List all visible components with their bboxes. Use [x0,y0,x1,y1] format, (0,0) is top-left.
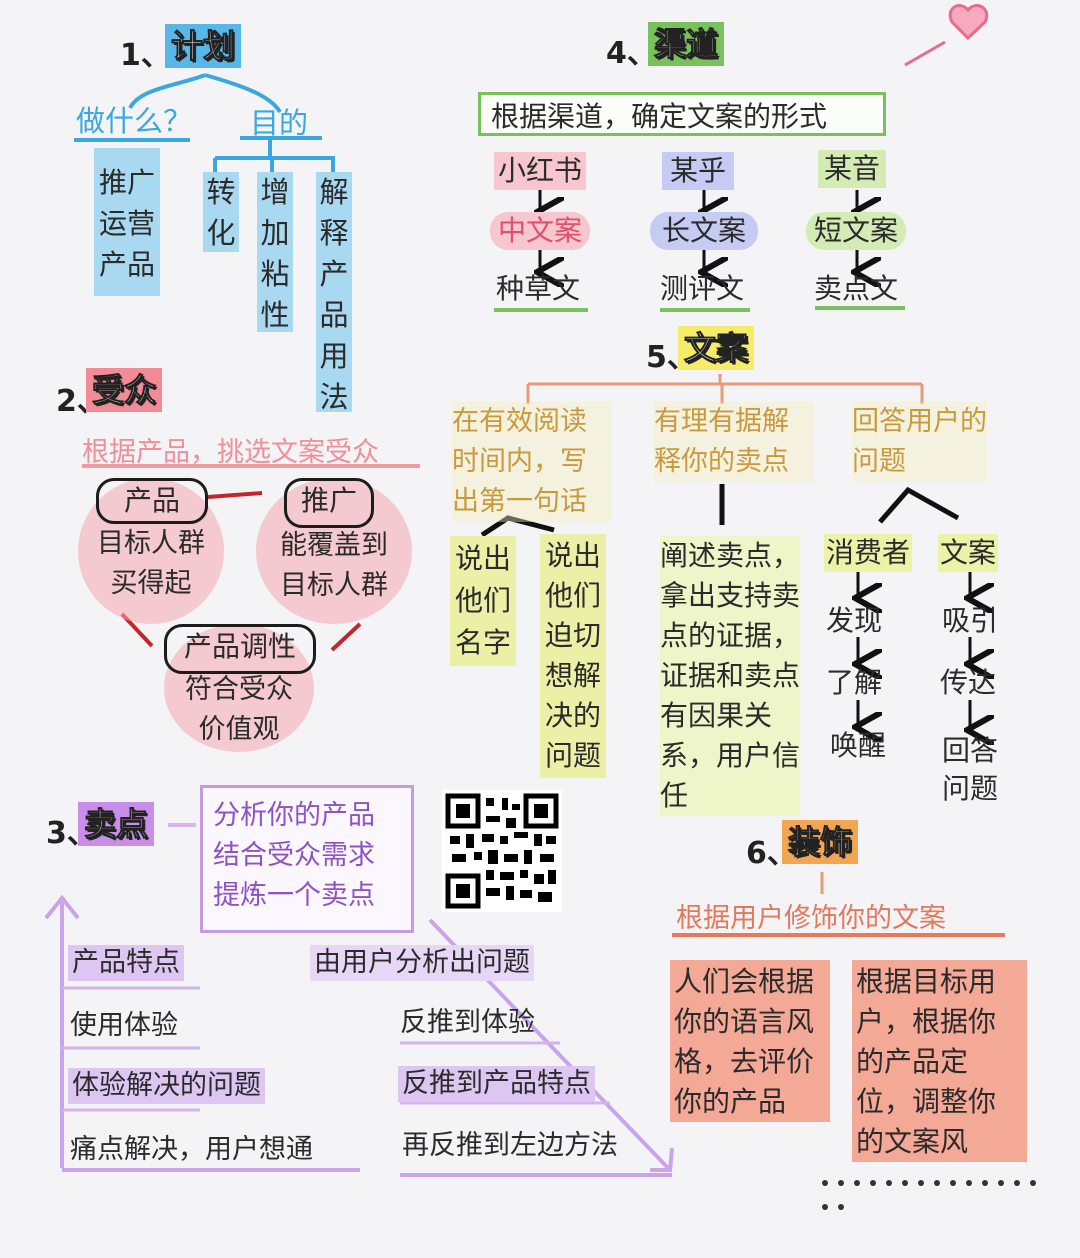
copy-step-3: 回答问题 [942,734,999,805]
product-text-1: 目标人群 [97,528,205,559]
channel-name-3: 某音 [818,150,887,188]
audience-title: 受众 [86,368,163,412]
channel-subtitle: 根据渠道，确定文案的形式 [478,92,886,136]
selling-line-2: 结合受众需求 [213,840,375,871]
copy-title: 文案 [678,326,755,370]
middle-text: 阐述卖点，拿出支持卖点的证据，证据和卖点有因果关系，用户信任 [660,536,800,816]
left-item-2: 使用体验 [70,1010,178,1041]
purpose-item-3: 解释产品用法 [319,175,349,414]
channel-length-2: 长文案 [650,212,759,250]
up-arrow [44,894,80,1168]
channel-type-3: 卖点文 [814,272,899,305]
channel-name-1: 小红书 [494,152,587,190]
consumer-label: 消费者 [824,534,913,572]
first-line-caret [480,515,555,538]
audience-link-1 [207,491,263,499]
copy-head-1: 在有效阅读时间内，写出第一句话 [452,402,612,522]
tone-text-2: 价值观 [198,714,280,745]
promo-text-2: 目标人群 [280,570,388,601]
right-item-3: 反推到产品特点 [398,1066,595,1102]
purpose-box-2: 增加粘性 [257,172,293,332]
promo-circle [256,478,412,624]
selling-title: 卖点 [78,802,155,846]
copy-step-1: 吸引 [942,604,999,637]
promo-pill: 推广 [284,478,374,528]
selling-box: 分析你的产品 结合受众需求 提炼一个卖点 [200,785,414,933]
decor-title: 装饰 [782,820,859,864]
left-item-3: 体验解决的问题 [68,1068,265,1104]
purpose-item-2: 增加粘性 [260,175,290,332]
purpose-box-1: 转化 [203,172,239,252]
copy-step-2: 传达 [940,666,997,699]
selling-line-3: 提炼一个卖点 [213,880,375,911]
copy-label: 文案 [938,534,999,572]
purpose-branch [213,140,335,176]
consumer-step-1: 发现 [826,604,883,637]
purpose-box-3: 解释产品用法 [316,172,352,414]
channel-name-2: 某乎 [662,152,735,190]
dots-decoration [822,1180,1052,1228]
purpose-label: 目的 [250,106,309,140]
copy-head-3: 回答用户的问题 [852,402,987,482]
product-text-2: 买得起 [110,568,192,599]
what-box: 推广运营产品 [94,148,160,296]
decor-box-right: 根据目标用户，根据你的产品定位，调整你的文案风格。 [852,960,1027,1162]
channel-length-1: 中文案 [490,212,591,250]
right-item-1: 由用户分析出问题 [310,945,534,981]
purpose-item-1: 转化 [206,175,236,250]
right-item-4: 再反推到左边方法 [402,1130,618,1161]
copy-branch [526,374,924,404]
first-line-a: 说出他们名字 [450,536,516,666]
plan-number: 1、 [120,38,171,73]
what-label: 做什么？ [76,104,193,138]
qr-code [442,790,562,912]
qr-code-icon [445,793,559,909]
decor-box-left: 人们会根据你的语言风格，去评价你的产品 [670,960,830,1122]
heart-decoration [904,4,989,67]
left-item-4: 痛点解决，用户想通 [70,1134,313,1165]
channel-type-2: 测评文 [660,272,745,305]
right-item-2: 反推到体验 [400,1007,535,1038]
left-item-1: 产品特点 [68,945,184,981]
promo-text-1: 能覆盖到 [280,530,388,561]
plan-title: 计划 [165,24,242,68]
what-text: 推广运营产品 [98,166,155,281]
copy-head-2: 有理有据解释你的卖点 [654,402,814,482]
audience-link-3 [330,622,362,652]
consumer-step-3: 唤醒 [830,729,887,762]
channel-title: 渠道 [648,22,725,66]
tone-text-1: 符合受众 [185,674,293,705]
plan-branch [128,73,282,114]
audience-subtitle: 根据产品，挑选文案受众 [82,437,379,468]
product-circle [78,478,224,624]
answer-caret [878,486,960,524]
decor-subtitle: 根据用户修饰你的文案 [676,903,946,934]
channel-length-3: 短文案 [806,212,907,250]
tone-circle [164,624,314,752]
selling-line-1: 分析你的产品 [213,800,375,831]
channel-type-1: 种草文 [496,272,581,305]
tone-pill: 产品调性 [164,624,316,674]
consumer-step-2: 了解 [826,666,883,699]
product-pill: 产品 [96,478,208,524]
first-line-b: 说出他们迫切想解决的问题 [540,534,606,778]
